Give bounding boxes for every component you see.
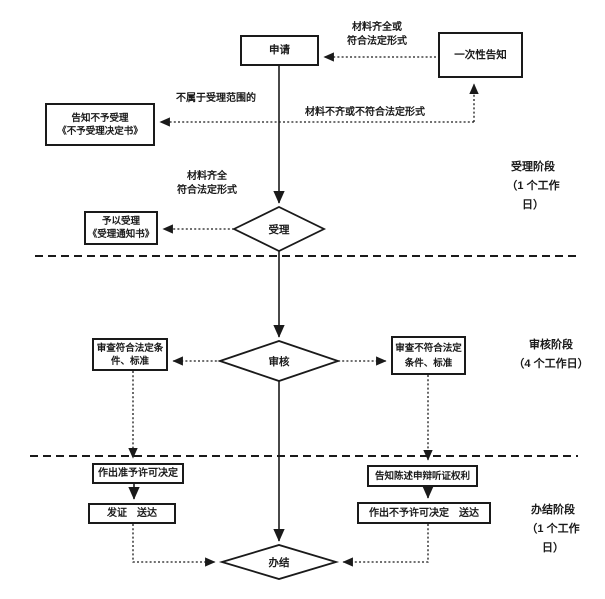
edge-label-materials-complete-or: 材料齐全或 符合法定形式 [347,22,407,47]
edge-label-not-in-scope: 不属于受理范围的 [176,93,256,104]
node-apply: 申请 [240,35,319,66]
stage-label-review: 审核阶段 （4 个工作日） [513,339,589,370]
node-accept-notice: 予以受理 《受理通知书》 [84,211,158,245]
stage-label-accept: 受理阶段 （1 个工作 日） [506,161,560,211]
node-deny-deliver: 作出不予许可决定 送达 [357,502,491,524]
edge-issue-to-complete [132,524,216,567]
node-issue-deliver: 发证 送达 [88,503,176,524]
node-one-time-notice: 一次性告知 [438,32,523,78]
diamond-accept-label: 受理 [268,223,290,236]
diamond-complete [218,544,340,580]
edge-label-materials-complete: 材料齐全 符合法定形式 [177,171,237,196]
node-notify-rights: 告知陈述申辩听证权利 [367,465,478,487]
node-reject-notice: 告知不予受理 《不予受理决定书》 [45,103,155,146]
diamond-accept [231,205,327,253]
stage-label-complete: 办结阶段 （1 个工作 日） [526,504,580,554]
diamond-complete-label: 办结 [268,556,290,569]
node-review-pass: 审查符合法定条件、标准 [92,338,168,371]
diamond-review [217,340,341,382]
edge-label-materials-incomplete: 材料不齐或不符合法定形式 [305,107,425,118]
diamond-review-label: 审核 [268,355,290,368]
node-grant-decision: 作出准予许可决定 [92,463,184,484]
edge-deny-to-complete [342,524,429,567]
node-review-fail: 审查不符合法定条件、标准 [391,336,466,375]
